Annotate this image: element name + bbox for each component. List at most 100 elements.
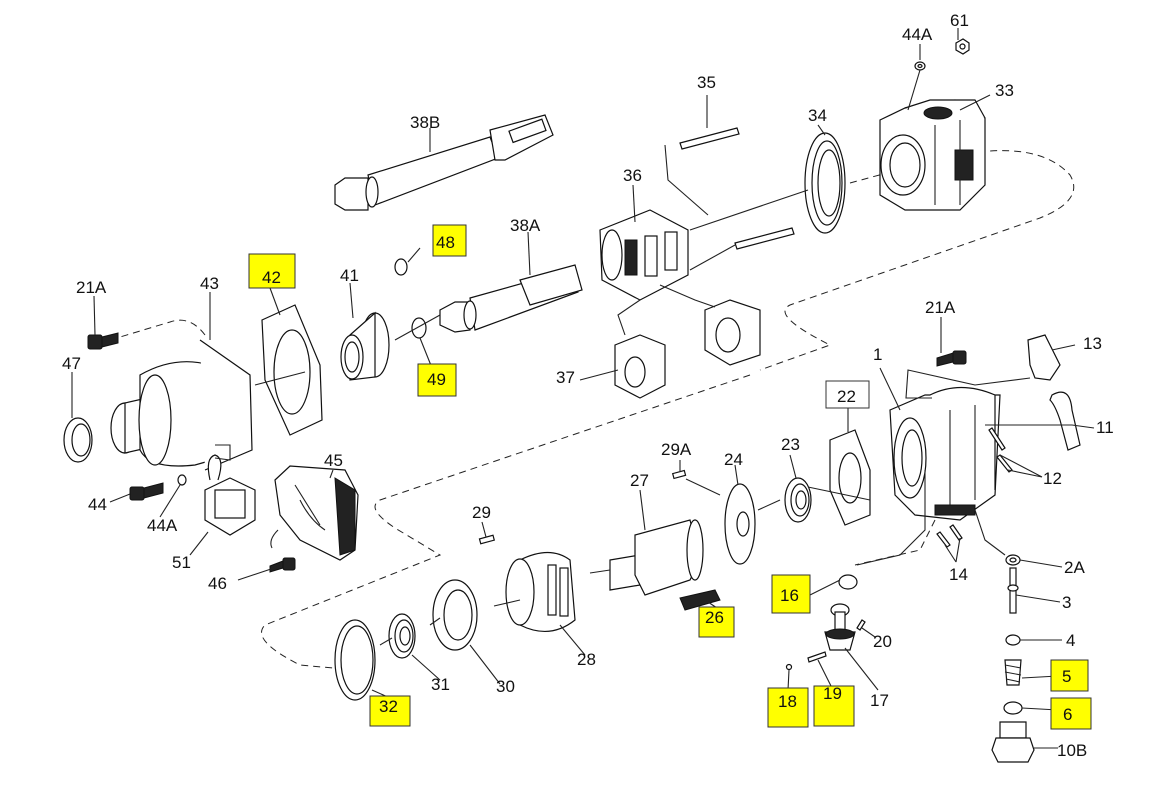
label-32: 32 [379,697,398,716]
label-bg-19 [813,685,855,727]
label-21A-left: 21A [76,278,107,297]
label-35: 35 [697,73,716,92]
label-21A-right: 21A [925,298,956,317]
pin-20 [856,619,866,631]
label-1: 1 [873,345,882,364]
oring-49 [411,317,427,339]
label-48: 48 [436,233,455,252]
bearing-31 [388,613,416,659]
label-19: 19 [823,684,842,703]
label-17: 17 [870,691,889,710]
label-6: 6 [1063,705,1072,724]
leader-lines [71,28,1095,749]
end-plate-30 [432,579,478,651]
spring-19 [807,651,827,663]
bushing-41 [340,311,390,381]
trigger-11 [1049,391,1081,451]
label-5: 5 [1062,667,1071,686]
label-bg-16 [771,574,811,614]
label-51: 51 [172,553,191,572]
label-4: 4 [1066,631,1075,650]
label-bg-18 [767,687,809,728]
label-bg-6 [1050,697,1092,730]
seal-47 [63,417,93,463]
label-43: 43 [200,274,219,293]
label-20: 20 [873,632,892,651]
bearing-34 [804,132,846,234]
label-29A: 29A [661,440,692,459]
label-14: 14 [949,565,968,584]
label-10B: 10B [1057,741,1087,760]
label-37: 37 [556,368,575,387]
label-29: 29 [472,503,491,522]
label-3: 3 [1062,593,1071,612]
cover-51 [204,454,256,536]
label-28: 28 [577,650,596,669]
label-36: 36 [623,166,642,185]
housing-33 [879,99,986,211]
label-23: 23 [781,435,800,454]
label-44: 44 [88,495,107,514]
washer-4 [1005,634,1021,646]
cylinder-28 [505,551,576,632]
blade-26 [679,589,721,611]
label-44A-mid: 44A [147,516,178,535]
label-bg-42 [248,253,296,289]
label-bg-48 [432,224,467,257]
assembly-path-middle [261,374,751,671]
label-49: 49 [427,370,446,389]
oring-48 [394,258,408,276]
label-bg-26 [698,606,735,638]
lever-13 [1027,334,1061,381]
label-24: 24 [724,450,743,469]
spring-5 [1004,659,1022,686]
oring-16 [838,574,858,590]
plug-10B [991,721,1035,763]
label-26: 26 [705,608,724,627]
spacer-32 [334,619,376,701]
screw-46 [269,557,296,573]
handle-cover-45 [274,465,359,561]
label-27: 27 [630,471,649,490]
label-47: 47 [62,354,81,373]
label-45: 45 [324,451,343,470]
end-plate-24 [724,483,756,565]
nut-61 [955,38,970,55]
front-housing-43 [110,339,253,471]
screw-21A-right [936,350,967,367]
rotor-27 [609,519,704,596]
main-housing-1 [889,386,1001,521]
label-bg-49 [417,363,457,397]
gasket-42 [261,304,323,436]
label-46: 46 [208,574,227,593]
label-33: 33 [995,81,1014,100]
label-bg-22 [825,380,870,409]
washer-44A-mid [177,474,187,486]
hammer-37 [614,299,761,399]
washer-44A-top [914,61,926,71]
label-bg-32 [369,695,411,727]
anvil-38B [334,114,554,211]
pin-12 [988,427,1013,473]
label-18: 18 [778,692,797,711]
label-11: 11 [1096,418,1114,437]
throttle-valve-17 [824,603,856,651]
label-31: 31 [431,675,450,694]
label-42: 42 [262,268,281,287]
label-22: 22 [837,387,856,406]
oring-6 [1003,701,1023,715]
label-38B: 38B [410,113,440,132]
anvil-38A [439,264,583,333]
label-34: 34 [808,106,827,125]
seal-2A [1005,554,1021,566]
pin-35 [679,127,795,250]
screw-44 [129,482,164,501]
ball-18 [785,663,793,671]
label-13: 13 [1083,334,1102,353]
label-41: 41 [340,266,359,285]
label-12: 12 [1043,469,1062,488]
label-30: 30 [496,677,515,696]
valve-stem-3 [1007,567,1019,614]
pin-29 [478,534,496,545]
label-16: 16 [780,586,799,605]
